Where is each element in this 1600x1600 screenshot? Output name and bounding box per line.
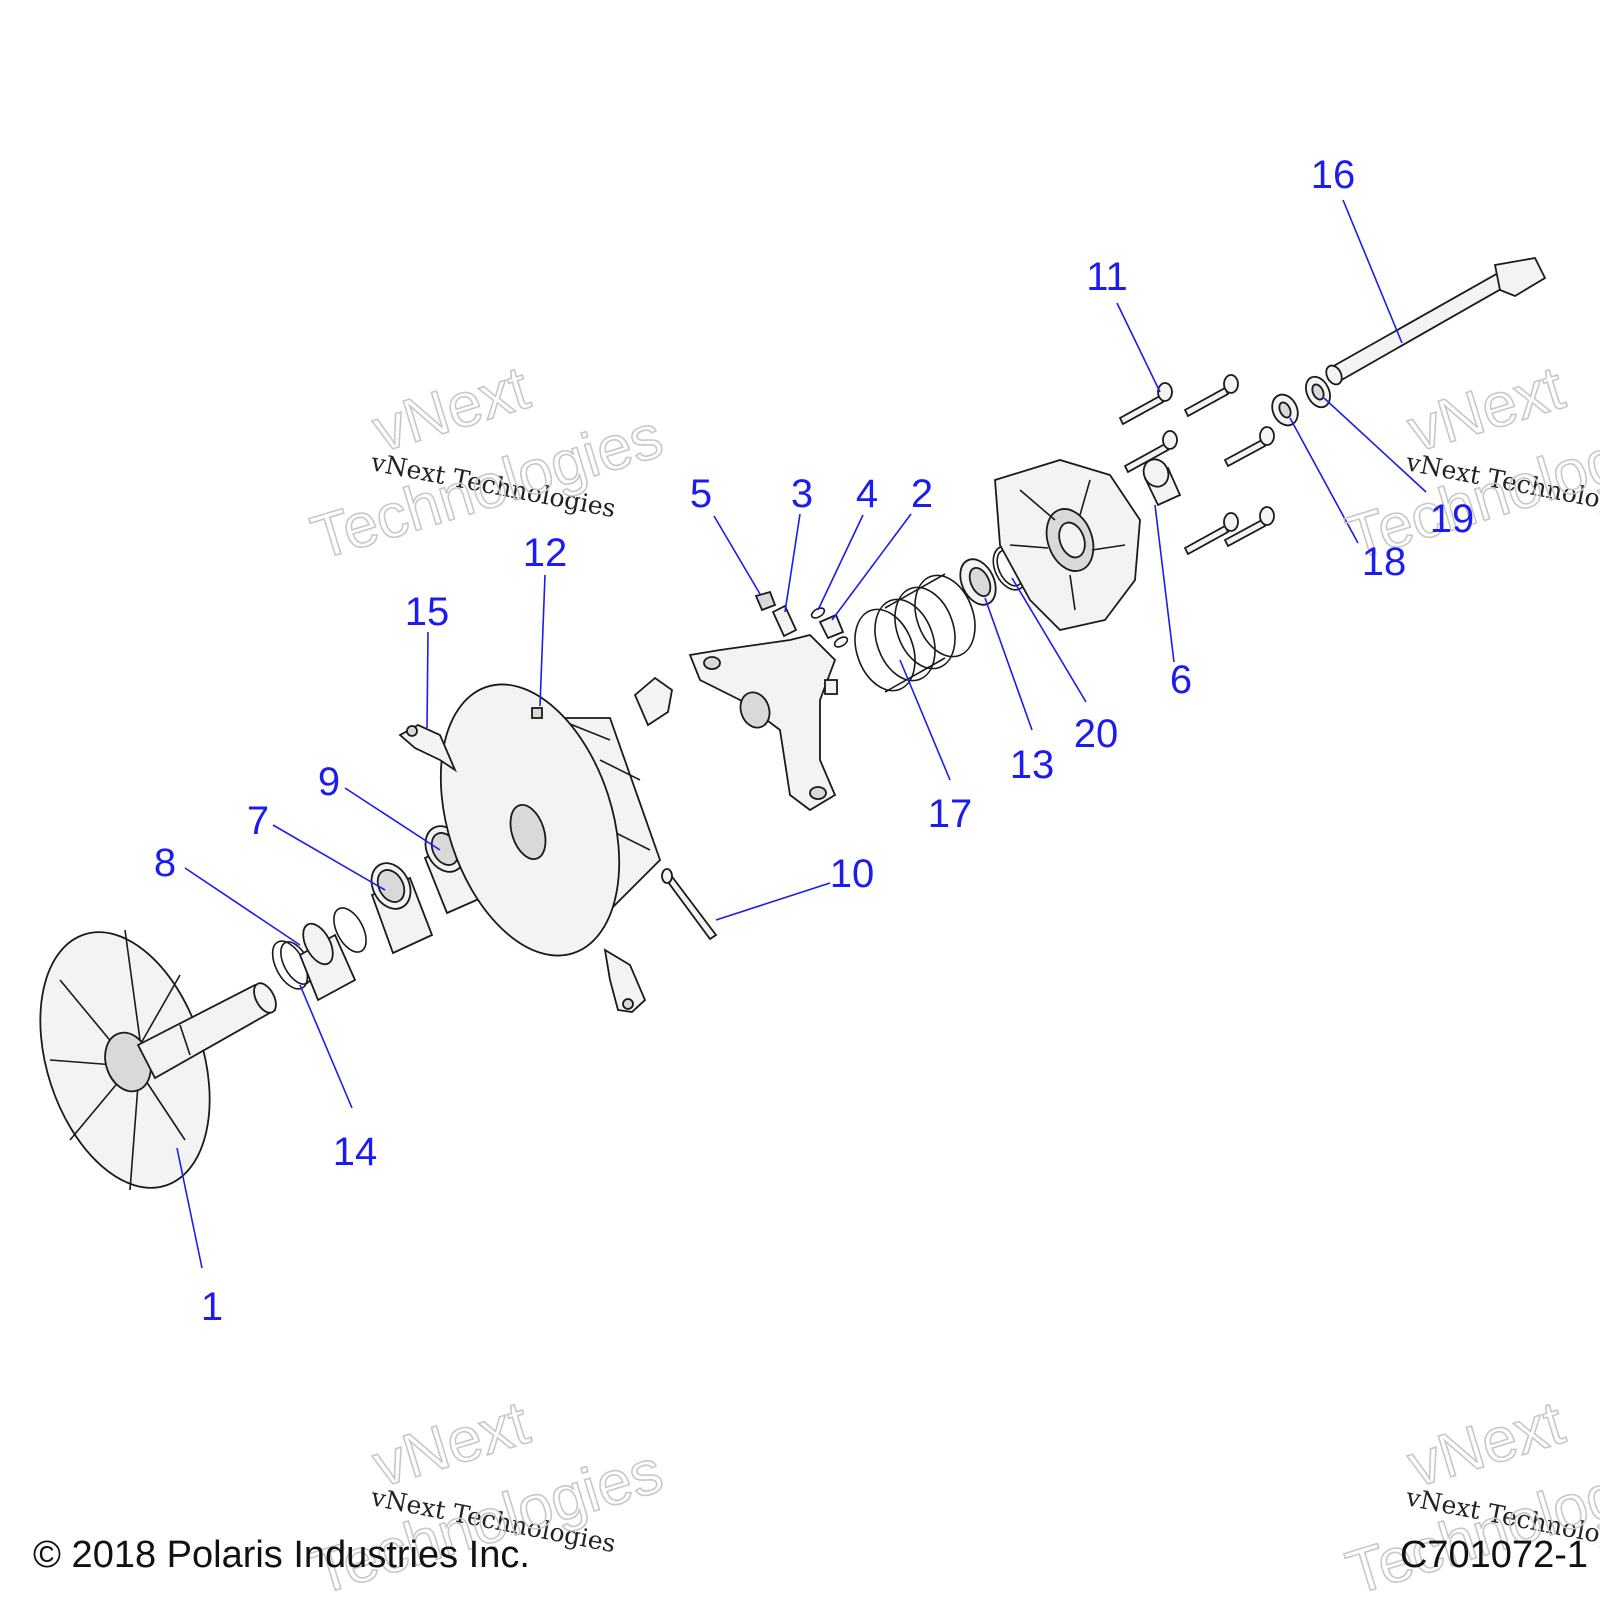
part-1-fixed-sheave [39, 929, 277, 1191]
part-7-bushing [370, 862, 434, 955]
callout-19: 19 [1430, 497, 1475, 541]
spider [688, 634, 838, 812]
part-10-pin [661, 868, 718, 941]
part-3-pin [771, 604, 798, 638]
roller-block [633, 676, 673, 727]
callout-11: 11 [1086, 255, 1128, 299]
callout-20: 20 [1074, 712, 1119, 756]
moveable-sheave [439, 683, 662, 957]
callout-3: 3 [791, 472, 813, 516]
callout-1: 1 [201, 1285, 223, 1329]
callout-6: 6 [1170, 658, 1192, 702]
part-15-weight [398, 723, 458, 773]
watermark-big-top-left: vNext Technologies [303, 353, 671, 575]
callout-17: 17 [928, 792, 973, 836]
copyright-text: © 2018 Polaris Industries Inc. [33, 1534, 530, 1576]
part-2-roller [818, 613, 845, 640]
part-17-spring [854, 573, 976, 693]
part-13-bushing [959, 558, 997, 606]
callout-7: 7 [247, 799, 269, 843]
callout-9: 9 [318, 760, 340, 804]
leader-lines [176, 199, 1427, 1269]
callout-13: 13 [1010, 743, 1055, 787]
callout-5: 5 [690, 472, 712, 516]
callout-15: 15 [405, 590, 450, 634]
drawing-number: C701072-1 [1400, 1534, 1588, 1576]
callout-8: 8 [154, 841, 176, 885]
part-8-bearing [298, 907, 367, 1002]
part-5-nut [754, 590, 777, 612]
callout-16: 16 [1311, 153, 1356, 197]
part-drawings [39, 256, 1547, 1191]
callout-14: 14 [333, 1130, 378, 1174]
part-11-bolts [1118, 374, 1275, 556]
callout-4: 4 [856, 472, 878, 516]
cover [994, 459, 1141, 631]
callout-18: 18 [1362, 540, 1407, 584]
part-6-bushing [1142, 458, 1182, 507]
part-18-washer [1271, 393, 1299, 427]
callout-12: 12 [523, 531, 568, 575]
part-4-washer [810, 607, 849, 648]
part-19-washer [1305, 375, 1331, 409]
callout-labels: 16 11 5 3 4 2 12 15 6 20 13 17 18 19 9 7… [154, 153, 1474, 1329]
part-16-bolt [1325, 256, 1547, 386]
callout-2: 2 [911, 472, 933, 516]
lower-weight [603, 948, 647, 1013]
callout-10: 10 [830, 852, 875, 896]
